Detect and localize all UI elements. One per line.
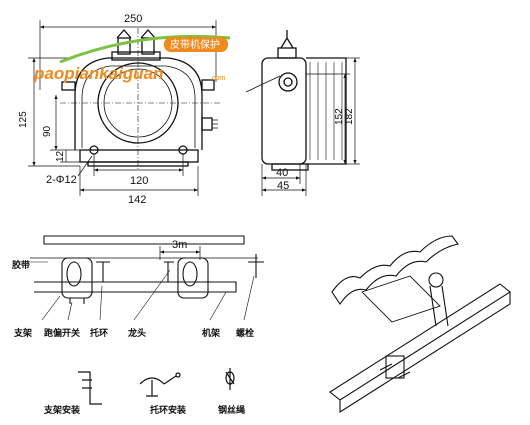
label-switch: 跑偏开关 [44,327,80,339]
side-dimensions [261,57,360,196]
watermark-site: paopiankaiguan [33,64,163,83]
side-view [245,30,347,171]
label-bolt: 螺栓 [236,327,254,339]
label-wire-rope: 钢丝绳 [218,404,245,416]
dim-overall-width: 250 [124,13,142,25]
label-bracket: 支架 [13,327,32,339]
dim-depth-b: 45 [277,180,289,192]
dim-total-height: 125 [18,111,29,128]
dim-hole-spec: 2-Φ12 [46,174,77,186]
dim-height-inner: 152 [334,108,345,125]
watermark: 皮带机保护 paopiankaiguan .com [33,34,231,83]
label-length: 3m [172,239,187,251]
dim-mount-spacing: 120 [130,175,148,187]
dim-height-outer: 182 [344,108,355,125]
detail-wire-rope [225,368,235,390]
front-dimensions [28,20,217,196]
detail-bracket-install [78,371,102,405]
dim-base-length: 142 [128,194,146,206]
dim-depth-a: 40 [276,167,288,179]
label-frame: 机架 [202,327,220,339]
dim-base-thickness: 12 [55,150,66,162]
label-roller-ring: 托环 [90,327,108,339]
front-view [60,28,220,170]
label-belt: 胶带 [12,259,30,271]
dim-body-height: 90 [42,125,53,137]
detail-ring-install [139,372,181,397]
label-bracket-install: 支架安装 [43,404,81,416]
label-dragon-head: 龙头 [127,327,146,339]
watermark-badge: 皮带机保护 [170,38,220,51]
watermark-suffix: .com [210,75,225,82]
installation-diagram [30,235,264,321]
perspective-sketch [329,235,511,414]
label-ring-install: 托环安装 [150,404,187,416]
